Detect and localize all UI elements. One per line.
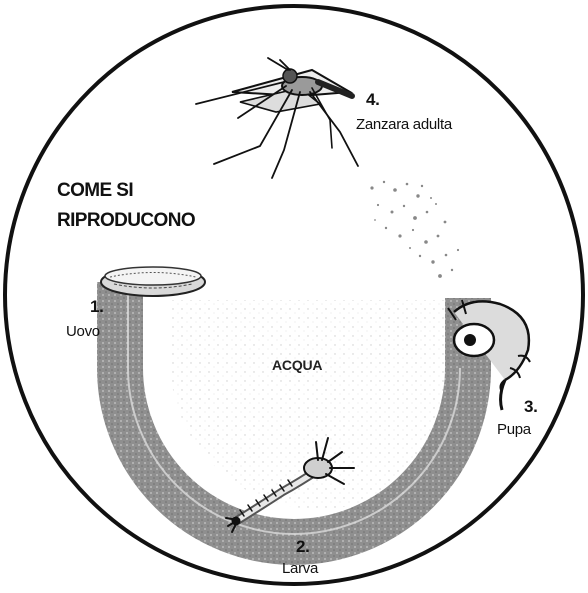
- title-line-1: COME SI: [57, 176, 195, 206]
- stage-4-name: Zanzara adulta: [356, 116, 452, 133]
- stage-1-name: Uovo: [66, 323, 100, 340]
- adult-mosquito-illustration: [196, 58, 358, 178]
- stage-3-name: Pupa: [497, 421, 531, 438]
- egg-raft-illustration: [101, 267, 205, 296]
- water-label: ACQUA: [272, 357, 322, 373]
- stage-1-number: 1.: [90, 297, 104, 317]
- stage-2-number: 2.: [296, 537, 310, 557]
- stage-2-name: Larva: [282, 560, 318, 577]
- stage-4-number: 4.: [366, 90, 380, 110]
- stage-3-number: 3.: [524, 397, 538, 417]
- emergence-spray: [370, 181, 459, 278]
- title-line-2: RIPRODUCONO: [57, 206, 195, 236]
- diagram-title: COME SI RIPRODUCONO: [57, 176, 195, 236]
